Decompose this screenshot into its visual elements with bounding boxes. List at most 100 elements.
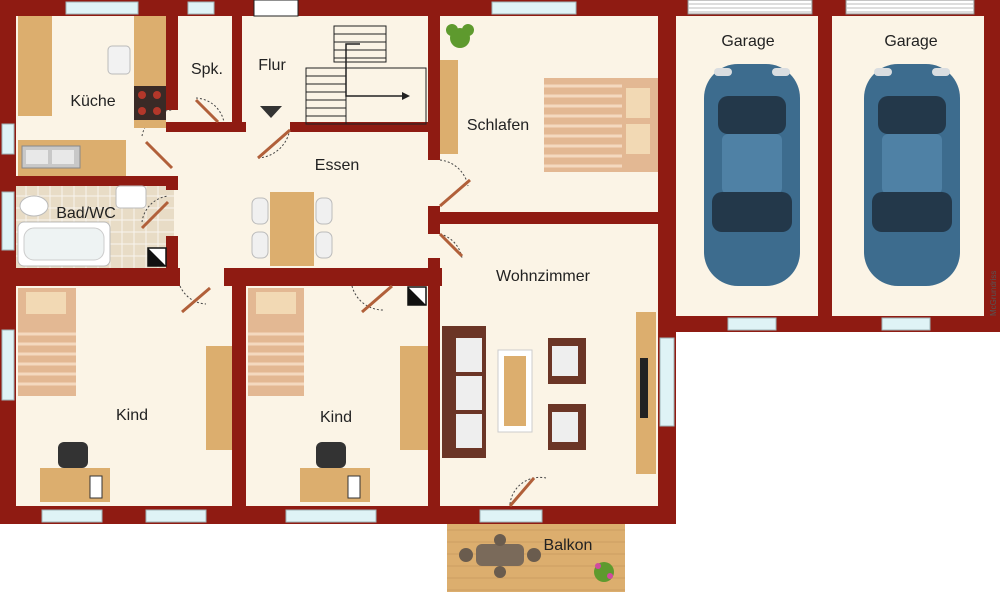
door-kind1-arc (179, 285, 207, 305)
balcony-furniture (459, 534, 541, 578)
stove-burner (153, 107, 161, 115)
bed-stripes (544, 84, 622, 168)
plant-flower (607, 573, 613, 579)
tv (640, 358, 648, 418)
balcony-chair (459, 548, 473, 562)
stove (134, 86, 166, 120)
bath-furniture (17, 185, 147, 267)
stove-burner (138, 91, 146, 99)
plant-leaf (462, 24, 474, 36)
balcony-table (476, 544, 524, 566)
garage-door-lines (688, 3, 974, 13)
window-balcony-door (479, 509, 543, 523)
wall-left (0, 0, 16, 524)
chimney-fill (148, 248, 166, 266)
window-kind1-bottom-2 (145, 509, 207, 523)
window-garage2-bottom (881, 317, 931, 331)
wall-garage-right (984, 0, 1000, 332)
car-windshield (718, 96, 786, 134)
stairs (253, 0, 427, 125)
balcony-chair (494, 566, 506, 578)
wall-garage-divider (818, 0, 832, 332)
car-rear-window (712, 192, 792, 232)
living-furniture (442, 312, 656, 474)
armchair-cushion (552, 346, 578, 376)
plant-flower (595, 563, 601, 569)
wall-schlafen-bottom (428, 212, 668, 224)
room-label-wohnzimmer: Wohnzimmer (496, 268, 591, 285)
coffee-table-top (504, 356, 526, 426)
car-roof (722, 134, 782, 194)
door-bath-leaf (140, 200, 170, 230)
wall-schlafen-left-top (428, 0, 440, 160)
kitchen-sink-basin (26, 150, 48, 164)
wall-kind2-right-top (396, 268, 440, 282)
kind2-furniture (248, 288, 428, 502)
bedroom-furniture (440, 60, 658, 172)
room-label-garage-2: Garage (884, 33, 937, 50)
wall-bath-right (166, 176, 178, 190)
chimney-fill (408, 287, 426, 305)
room-labels: Küche Spk. Flur Essen Bad/WC Schlafen Ga… (56, 33, 938, 554)
window-garage1-bottom (727, 317, 777, 331)
sofa-cushion (456, 414, 482, 448)
room-label-kueche: Küche (70, 93, 115, 110)
toilet (19, 195, 49, 217)
door-balcony-arc (509, 476, 547, 505)
balcony-chair (527, 548, 541, 562)
wall-kitchen-bottom (0, 176, 176, 186)
wardrobe (440, 60, 458, 154)
window-kind1-bottom-1 (41, 509, 103, 523)
pillow (26, 292, 66, 314)
dining-chair (315, 231, 333, 259)
room-label-bad: Bad/WC (56, 205, 116, 222)
car-headlight (772, 68, 790, 76)
window-bath-left (1, 191, 15, 251)
room-label-garage-1: Garage (721, 33, 774, 50)
wall-kitchen-right (166, 0, 178, 110)
room-label-kind-2: Kind (320, 409, 352, 426)
window-wohn-right (659, 337, 675, 427)
plant-leaf (446, 24, 458, 36)
plant-icon (446, 24, 474, 48)
pillow (626, 88, 650, 118)
car-icon (704, 64, 800, 286)
doors (141, 97, 547, 505)
door-kind2-arc (351, 285, 385, 311)
wall-bath-bottom (0, 268, 180, 286)
door-leaves (140, 98, 536, 507)
car-headlight (874, 68, 892, 76)
car-headlight (932, 68, 950, 76)
dining-chair (251, 231, 269, 259)
door-kind1-leaf (181, 286, 211, 314)
bed-stripes (248, 332, 304, 386)
desk-chair (58, 442, 88, 468)
door-spk-leaf (194, 98, 220, 124)
room-label-kind-1: Kind (116, 407, 148, 424)
sofa-cushion (456, 338, 482, 372)
kitchen-sink-basin (52, 150, 74, 164)
wardrobe (400, 346, 428, 450)
kind1-furniture (18, 288, 232, 502)
car-windshield (878, 96, 946, 134)
wall-wohn-left (428, 258, 440, 524)
wall-flur-bottom (290, 122, 440, 132)
bathtub-inner (23, 227, 105, 261)
kitchen-furniture (18, 16, 166, 176)
wall-spk-flur (232, 0, 242, 132)
window-kind1-left (1, 329, 15, 401)
tablet (347, 475, 361, 499)
car-headlight (714, 68, 732, 76)
triangle-down-icon (260, 106, 282, 118)
car-roof (882, 134, 942, 194)
stairs-path (345, 43, 402, 97)
window-schlafen-top (491, 1, 577, 15)
door-balcony-leaf (508, 477, 536, 507)
wall-kind-divider (232, 268, 246, 524)
door-schlafen-leaf (439, 178, 471, 208)
window-kitchen-left (1, 123, 15, 155)
balcony-chair (494, 534, 506, 546)
wall-kind-row-top (224, 268, 442, 286)
window-kind2-bottom (285, 509, 377, 523)
